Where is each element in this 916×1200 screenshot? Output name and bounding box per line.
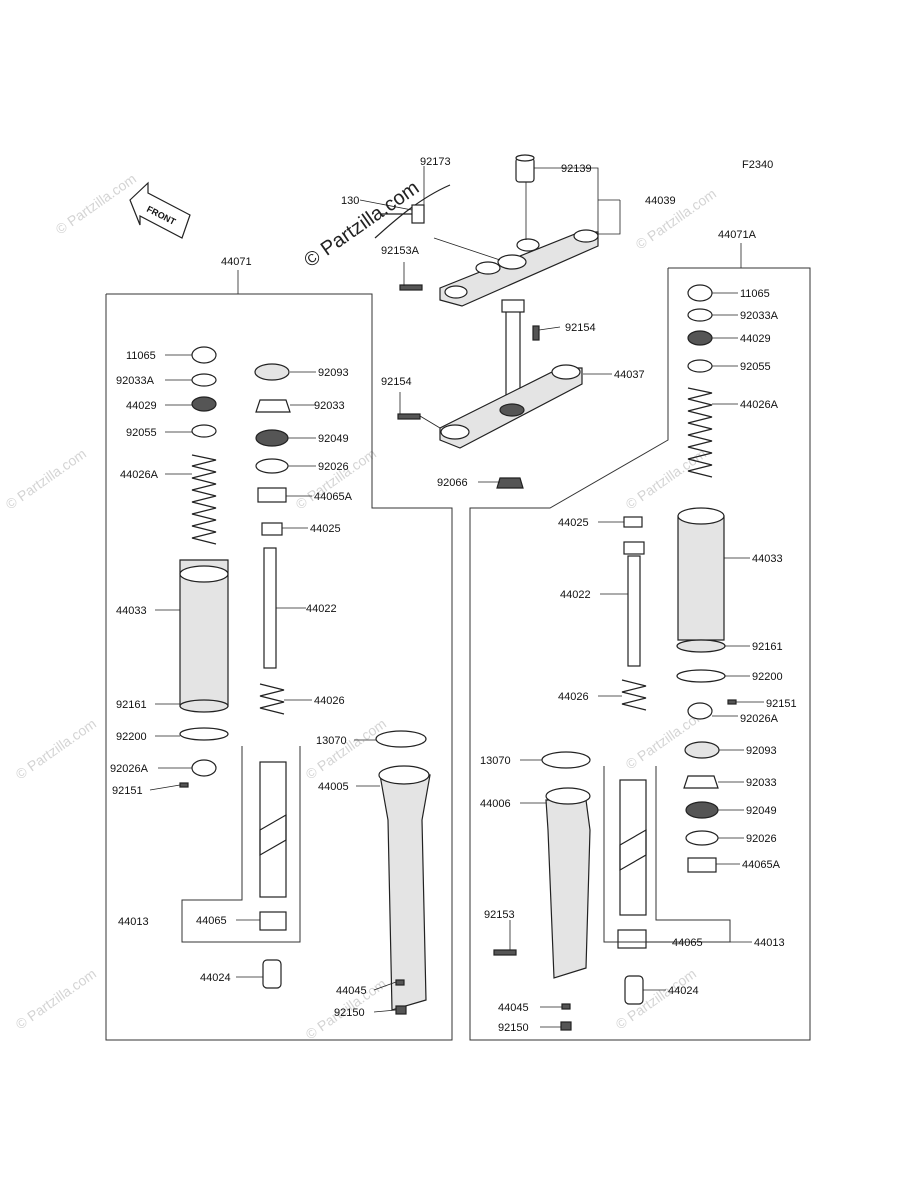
figure-code: F2340	[742, 159, 773, 171]
watermark: © Partzilla.com	[303, 715, 389, 782]
label-44065: 44065	[196, 915, 227, 927]
label-11065: 11065	[126, 350, 156, 362]
spring-44026	[259, 683, 285, 715]
label-92151: 92151	[112, 785, 143, 797]
label-r-44065: 44065	[672, 937, 703, 949]
label-group-44071a: 44071A	[718, 229, 757, 241]
left-leaders	[149, 354, 397, 1013]
label-r-92151: 92151	[766, 698, 797, 710]
left-fork-parts	[179, 346, 431, 1015]
label-r-92033a: 92033A	[740, 310, 779, 322]
label-r-44026a: 44026A	[740, 399, 779, 411]
right-fork-parts	[493, 284, 737, 1031]
label-44013: 44013	[118, 916, 149, 928]
label-130: 130	[341, 195, 359, 207]
nut-92066	[496, 477, 524, 489]
label-92033a: 92033A	[116, 375, 155, 387]
front-arrow-icon: FRONT	[129, 181, 191, 239]
spring-44026-right	[621, 679, 647, 711]
label-92049: 92049	[318, 433, 349, 445]
label-92150: 92150	[334, 1007, 365, 1019]
label-r-44045: 44045	[498, 1002, 529, 1014]
spring-44026a	[191, 454, 217, 545]
label-92066: 92066	[437, 477, 468, 489]
label-92026a: 92026A	[110, 763, 149, 775]
label-44025: 44025	[310, 523, 341, 535]
watermark: © Partzilla.com	[3, 445, 89, 512]
label-r-44022: 44022	[560, 589, 591, 601]
watermark-main: © Partzilla.com	[300, 177, 423, 272]
right-leaders	[509, 292, 764, 1028]
watermark-layer: © Partzilla.com © Partzilla.com © Partzi…	[3, 170, 719, 1042]
label-44029: 44029	[126, 400, 157, 412]
label-r-92150: 92150	[498, 1022, 529, 1034]
watermark: © Partzilla.com	[13, 965, 99, 1032]
label-r-92200: 92200	[752, 671, 783, 683]
label-r-92026: 92026	[746, 833, 777, 845]
label-92033: 92033	[314, 400, 345, 412]
watermark: © Partzilla.com	[623, 445, 709, 512]
label-44026a: 44026A	[120, 469, 159, 481]
label-92161: 92161	[116, 699, 147, 711]
watermark: © Partzilla.com	[13, 715, 99, 782]
label-44022: 44022	[306, 603, 337, 615]
label-r-44065a: 44065A	[742, 859, 781, 871]
label-44026: 44026	[314, 695, 345, 707]
label-r-92161: 92161	[752, 641, 783, 653]
steering-stem-assembly	[374, 154, 599, 489]
spring-44026a-right	[687, 387, 713, 478]
rod-44022	[263, 547, 277, 669]
label-92153a: 92153A	[381, 245, 420, 257]
label-13070: 13070	[316, 735, 347, 747]
watermark: © Partzilla.com	[53, 170, 139, 237]
slider-44006	[545, 799, 591, 979]
label-44065a: 44065A	[314, 491, 353, 503]
rod-44022-right	[627, 555, 641, 667]
label-r-92055: 92055	[740, 361, 771, 373]
frame-right	[469, 267, 811, 1041]
cap-92139	[515, 157, 535, 183]
label-r-92033: 92033	[746, 777, 777, 789]
tube-44033-right	[677, 515, 725, 641]
label-44033: 44033	[116, 605, 147, 617]
label-r-44026: 44026	[558, 691, 589, 703]
label-r-92153: 92153	[484, 909, 515, 921]
label-r-13070: 13070	[480, 755, 511, 767]
top-leaders	[359, 166, 621, 483]
label-r-11065: 11065	[740, 288, 770, 300]
frame-left	[105, 293, 453, 1041]
slider-44005	[379, 774, 431, 1011]
label-r-92026a: 92026A	[740, 713, 779, 725]
label-r-92049: 92049	[746, 805, 777, 817]
label-92154-lower: 92154	[381, 376, 412, 388]
label-92200: 92200	[116, 731, 147, 743]
label-r-44025: 44025	[558, 517, 589, 529]
label-r-92093: 92093	[746, 745, 777, 757]
label-92173: 92173	[420, 156, 451, 168]
label-r-44006: 44006	[480, 798, 511, 810]
label-r-44033: 44033	[752, 553, 783, 565]
label-group-44071: 44071	[221, 256, 252, 268]
label-92026: 92026	[318, 461, 349, 473]
label-44045: 44045	[336, 985, 367, 997]
label-92055: 92055	[126, 427, 157, 439]
label-44039: 44039	[645, 195, 676, 207]
label-44037: 44037	[614, 369, 645, 381]
label-r-44024: 44024	[668, 985, 699, 997]
label-44024: 44024	[200, 972, 231, 984]
label-92139: 92139	[561, 163, 592, 175]
inner-tube-right	[619, 779, 647, 916]
label-92093: 92093	[318, 367, 349, 379]
label-r-44029: 44029	[740, 333, 771, 345]
label-r-44013: 44013	[754, 937, 785, 949]
label-92154-upper: 92154	[565, 322, 596, 334]
inner-tube	[259, 761, 287, 898]
label-44005: 44005	[318, 781, 349, 793]
